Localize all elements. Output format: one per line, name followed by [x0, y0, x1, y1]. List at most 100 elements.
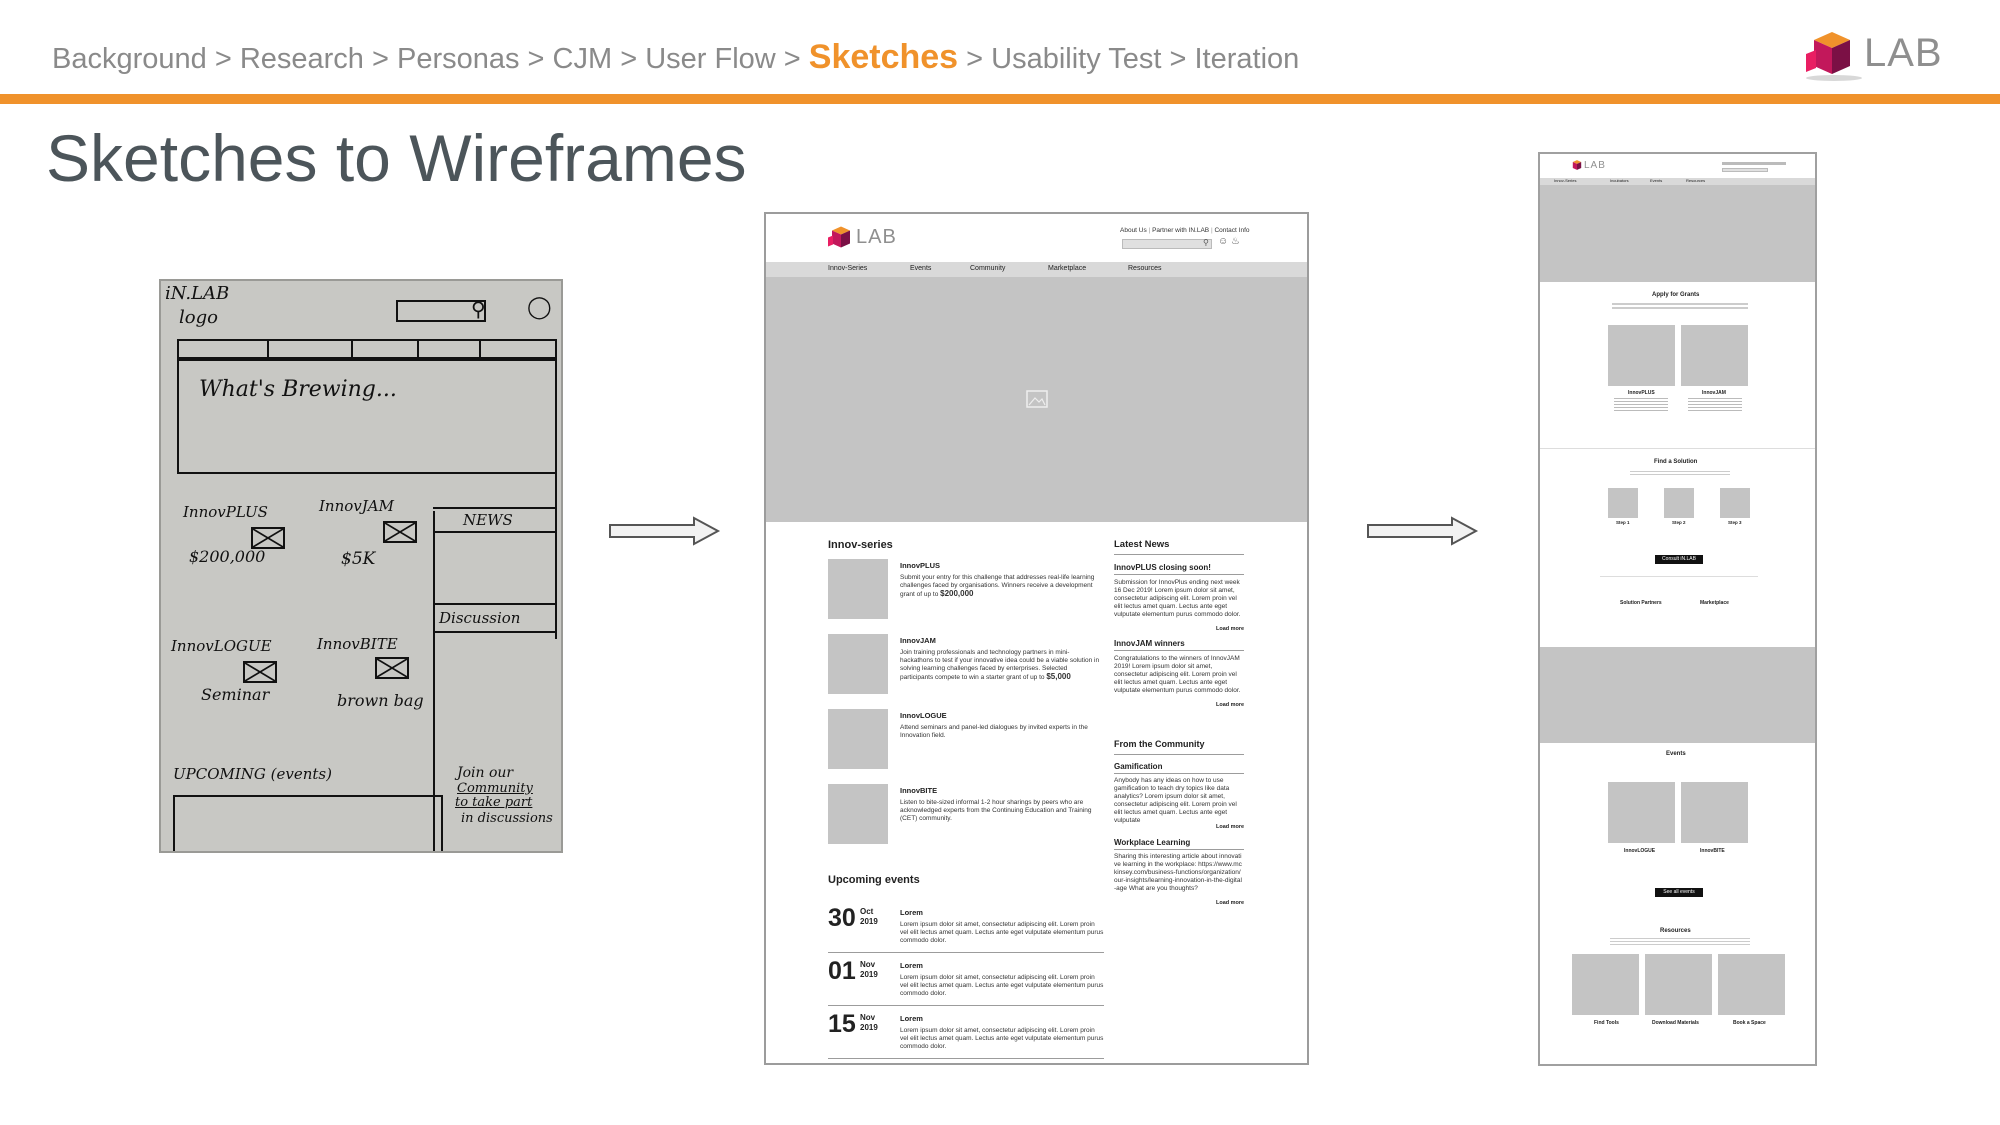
sketch-join-2: Community — [457, 781, 533, 796]
wf2-resource-label[interactable]: Find Tools — [1594, 1020, 1619, 1026]
wf2-event-name[interactable]: InnovLOGUE — [1624, 848, 1656, 854]
wf2-resources-title: Resources — [1660, 928, 1691, 934]
wf1-events-title: Upcoming events — [828, 874, 920, 886]
wf1-logo-text: LAB — [856, 225, 897, 248]
wf1-logo: LAB — [826, 222, 897, 252]
sketch-side-rule — [433, 603, 557, 605]
sketch-innovlogue-sub: Seminar — [201, 685, 270, 704]
wf1-load-more[interactable]: Load more — [1216, 702, 1245, 708]
wf2-grant-image — [1681, 325, 1748, 386]
sketch-upcoming: UPCOMING (events) — [173, 765, 332, 783]
wf1-link-contact[interactable]: Contact Info — [1214, 227, 1250, 234]
wf1-program-image — [828, 784, 888, 844]
wf2-grant-name[interactable]: InnovPLUS — [1628, 390, 1655, 396]
wf2-grants-intro — [1612, 307, 1748, 309]
wf1-event-title[interactable]: Lorem — [900, 1014, 923, 1023]
wf2-solution-intro — [1630, 471, 1730, 477]
wf2-step-label: Step 3 — [1728, 520, 1742, 525]
user-icon[interactable]: ☺ — [1218, 236, 1229, 247]
wf2-grants-title: Apply for Grants — [1652, 292, 1700, 298]
bell-icon[interactable]: ♨ — [1231, 236, 1240, 247]
wf1-program-image — [828, 709, 888, 769]
wf1-link-about[interactable]: About Us — [1120, 227, 1147, 234]
wf1-event-day: 01 — [828, 957, 856, 985]
wf1-community-title: From the Community — [1114, 739, 1205, 749]
wf1-program-desc: Submit your entry for this challenge tha… — [900, 574, 1100, 599]
wf1-load-more[interactable]: Load more — [1216, 626, 1245, 632]
sketch-nav-divider — [479, 339, 481, 359]
wf2-event-name[interactable]: InnovBITE — [1700, 848, 1725, 854]
wf2-grants-intro — [1612, 303, 1748, 305]
wf1-community-rule — [1114, 849, 1244, 850]
wf1-link-partner[interactable]: Partner with IN.LAB — [1152, 227, 1210, 234]
sketch-join-3: to take part — [455, 795, 533, 810]
wf2-logo: LAB — [1570, 158, 1606, 172]
wf1-community-item-title[interactable]: Workplace Learning — [1114, 838, 1191, 847]
sketch-hero-box — [177, 359, 557, 474]
wf2-resource-label[interactable]: Download Materials — [1652, 1020, 1699, 1026]
wf2-grant-name[interactable]: InnovJAM — [1702, 390, 1726, 396]
wf1-event-divider — [828, 1005, 1104, 1006]
wf2-events-title: Events — [1666, 751, 1686, 757]
wf2-nav-item[interactable]: Incubators — [1610, 178, 1629, 183]
wf1-program-desc: Attend seminars and panel-led dialogues … — [900, 724, 1088, 739]
wf1-nav-events[interactable]: Events — [910, 265, 932, 272]
wf2-nav-item[interactable]: Innov-Series — [1554, 178, 1577, 183]
wf1-nav-innov[interactable]: Innov-Series — [828, 265, 868, 272]
wf1-load-more[interactable]: Load more — [1216, 900, 1245, 906]
wf1-program-name: InnovPLUS — [900, 561, 941, 570]
logo-text: LAB — [1864, 30, 1943, 75]
wf1-community-item-title[interactable]: Gamification — [1114, 762, 1163, 771]
wf1-event-year: 2019 — [860, 970, 878, 979]
wf1-nav-marketplace[interactable]: Marketplace — [1048, 265, 1087, 272]
sketch-join-1: Join our — [457, 765, 514, 781]
wf2-resource-image — [1645, 954, 1712, 1015]
wf1-community-rule — [1114, 773, 1244, 774]
image-placeholder-icon — [1026, 390, 1048, 408]
wf1-nav-resources[interactable]: Resources — [1128, 265, 1162, 272]
wf1-news-item-body: Congratulations to the winners of InnovJ… — [1114, 655, 1241, 694]
wf1-program-name: InnovJAM — [900, 636, 936, 645]
wf1-program-desc: Listen to bite-sized informal 1-2 hour s… — [900, 799, 1092, 822]
wf2-event-image — [1608, 782, 1675, 843]
wf1-innov-title: Innov-series — [828, 539, 893, 551]
sketch-image-placeholder-icon — [243, 661, 277, 683]
sketch-innovbite-sub: brown bag — [337, 691, 424, 710]
sketch-innovbite: InnovBITE — [317, 635, 398, 653]
wf1-news-item-title[interactable]: InnovJAM winners — [1114, 639, 1185, 648]
wf1-event-month: Oct — [860, 907, 874, 916]
wf1-load-more[interactable]: Load more — [1216, 824, 1245, 830]
sketch-nav-bar — [177, 339, 557, 359]
sketch-nav-divider — [267, 339, 269, 359]
sketch-image-placeholder-icon — [375, 657, 409, 679]
cube-logo-icon — [1570, 158, 1584, 172]
sketch-search-box — [396, 300, 486, 322]
wf1-search-input[interactable] — [1122, 239, 1212, 249]
search-icon[interactable]: ⚲ — [1203, 238, 1209, 247]
wireframe-long-page: LAB Innov-Series Incubators Events Resou… — [1538, 152, 1817, 1066]
wf1-news-rule — [1114, 554, 1244, 555]
right-arrow-icon — [1367, 516, 1479, 546]
wf2-resource-label[interactable]: Book a Space — [1733, 1020, 1766, 1026]
wf2-partner-label[interactable]: Solution Partners — [1620, 600, 1662, 606]
wf1-news-item-title[interactable]: InnovPLUS closing soon! — [1114, 563, 1211, 572]
wf1-event-title[interactable]: Lorem — [900, 908, 923, 917]
wf1-event-year: 2019 — [860, 1023, 878, 1032]
wf2-partner-label[interactable]: Marketplace — [1700, 600, 1729, 606]
wf1-nav-community[interactable]: Community — [970, 265, 1006, 272]
wf2-top-links[interactable] — [1722, 162, 1786, 165]
wf2-nav-item[interactable]: Events — [1650, 178, 1663, 183]
breadcrumb-before[interactable]: Background > Research > Personas > CJM >… — [52, 43, 809, 75]
sketch-logo-label: iN.LAB — [165, 283, 230, 304]
breadcrumb-after[interactable]: > Usability Test > Iteration — [958, 43, 1300, 75]
wf2-search-input[interactable] — [1722, 168, 1768, 172]
wf2-nav-item[interactable]: Resources — [1686, 178, 1706, 183]
wf2-see-all-button[interactable]: See all events — [1655, 888, 1703, 897]
wf2-consult-button[interactable]: Consult iN.LAB — [1655, 555, 1703, 564]
wf1-news-title: Latest News — [1114, 539, 1170, 550]
sketch-side-rule — [433, 631, 557, 633]
wf1-event-divider — [828, 1058, 1104, 1059]
sketch-join-4: in discussions — [461, 811, 553, 826]
wf1-event-title[interactable]: Lorem — [900, 961, 923, 970]
cube-logo-icon — [1802, 24, 1862, 82]
